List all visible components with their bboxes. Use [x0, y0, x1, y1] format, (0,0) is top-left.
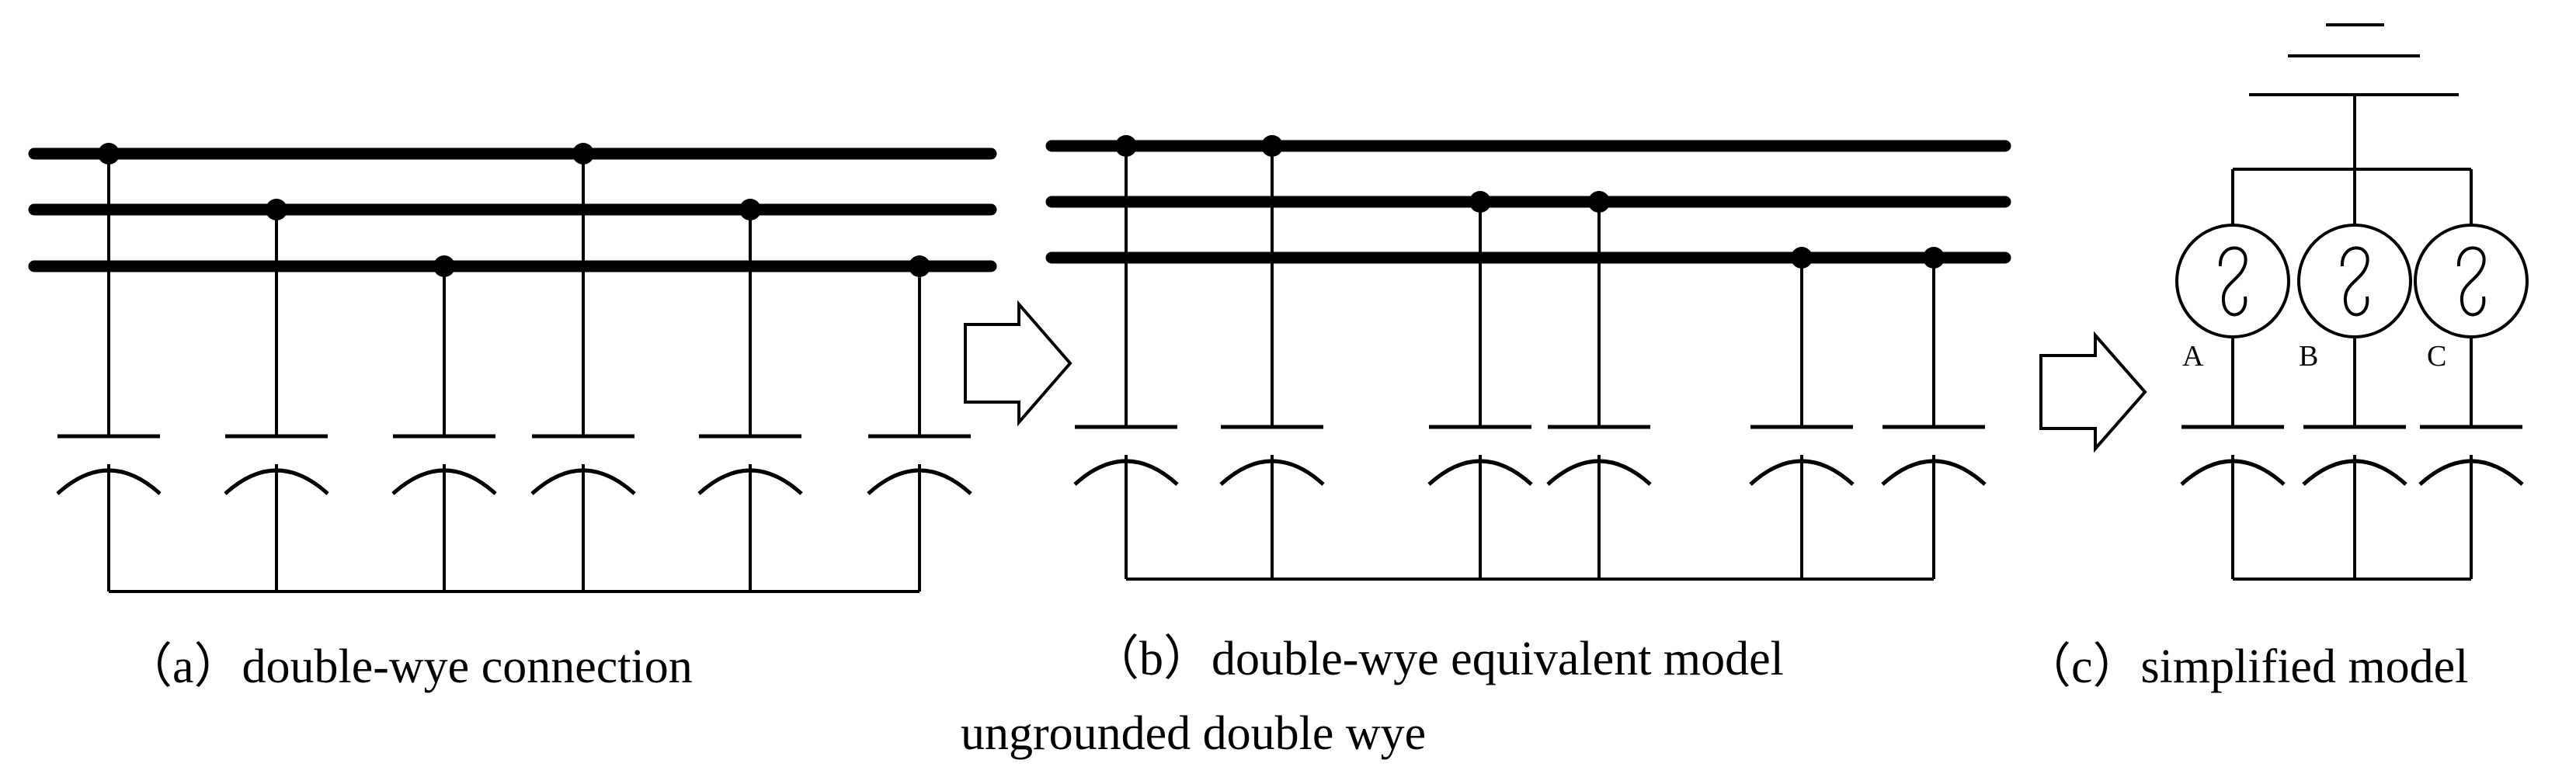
arrow-b-to-c-icon [2039, 331, 2147, 453]
sine-wave [2456, 246, 2486, 317]
bus-connection-dot [572, 143, 594, 165]
phase-branch-1 [2175, 169, 2290, 579]
phase-label-a: A [2182, 340, 2204, 373]
bus-connection-dot [1588, 191, 1610, 213]
bus-connection-dot [433, 255, 455, 277]
caption-a: （a）double-wye connection [124, 640, 693, 693]
bus-connection-dot [1261, 135, 1283, 157]
ac-source-icon [2297, 224, 2412, 338]
caption-b: （b）double-wye equivalent model [1091, 633, 1784, 685]
capacitor-branch-5 [697, 199, 803, 591]
phase-branch-3 [2414, 169, 2529, 579]
bus-connection-dot [1923, 247, 1945, 269]
arrow-a-to-b-icon [964, 300, 1072, 427]
capacitor-branch-1 [1073, 135, 1179, 579]
capacitor-branch-6 [1881, 247, 1987, 579]
bus-connection-dot [1469, 191, 1491, 213]
panel-b-double-wye-equivalent-model [1045, 135, 2011, 581]
bus-connection-dot [909, 255, 930, 277]
capacitor-branch-4 [530, 143, 636, 591]
capacitor-branch-2 [1219, 135, 1325, 579]
caption-c: （c）simplified model [2023, 640, 2469, 693]
bus-connection-dot [739, 199, 761, 220]
ac-source-icon [2414, 224, 2529, 338]
bus-connection-dot [1791, 247, 1813, 269]
bus-connection-dot [1115, 135, 1137, 157]
capacitor-branch-3 [1427, 191, 1533, 579]
phase-label-b: B [2299, 340, 2319, 373]
capacitor-branch-4 [1546, 191, 1652, 579]
phase-label-c: C [2427, 340, 2447, 373]
panel-a-double-wye-connection [28, 143, 997, 593]
sine-wave [2218, 246, 2247, 317]
phase-branch-2 [2297, 169, 2412, 579]
capacitor-branch-1 [56, 143, 162, 591]
capacitor-branch-2 [224, 199, 329, 591]
caption-note: ungrounded double wye [961, 707, 1427, 760]
bus-connection-dot [266, 199, 287, 220]
panel-c-simplified-model [2175, 23, 2529, 581]
ground-icon [2249, 23, 2459, 96]
capacitor-branch-5 [1749, 247, 1855, 579]
capacitor-branch-6 [867, 255, 972, 591]
bus-connection-dot [98, 143, 120, 165]
capacitor-branch-3 [391, 255, 497, 591]
ac-source-icon [2175, 224, 2290, 338]
sine-wave [2340, 246, 2369, 317]
